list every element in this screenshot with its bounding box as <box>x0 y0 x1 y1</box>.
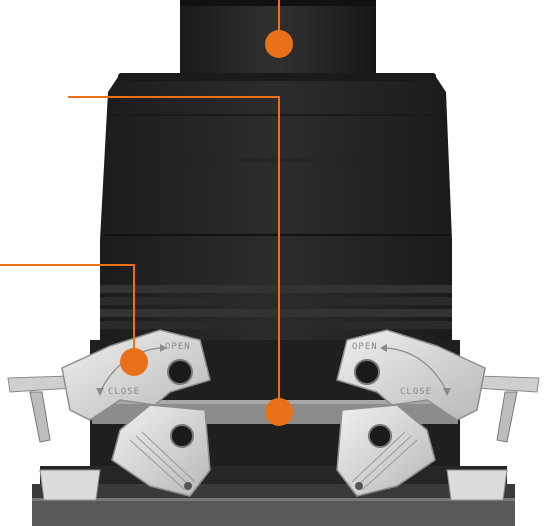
callout-markers <box>120 30 293 426</box>
right-lever-close-label: CLOSE <box>400 387 432 397</box>
left-lever-open-label: OPEN <box>165 342 191 352</box>
right-locking-lever: OPEN CLOSE <box>336 329 540 501</box>
hood-body <box>100 73 452 390</box>
callout-dot-icon <box>120 348 148 376</box>
callout-dot-icon <box>265 30 293 58</box>
callout-dot-icon <box>265 398 293 426</box>
right-lever-open-label: OPEN <box>352 342 378 352</box>
grip-ribs <box>100 285 452 329</box>
left-lever-close-label: CLOSE <box>108 387 140 397</box>
